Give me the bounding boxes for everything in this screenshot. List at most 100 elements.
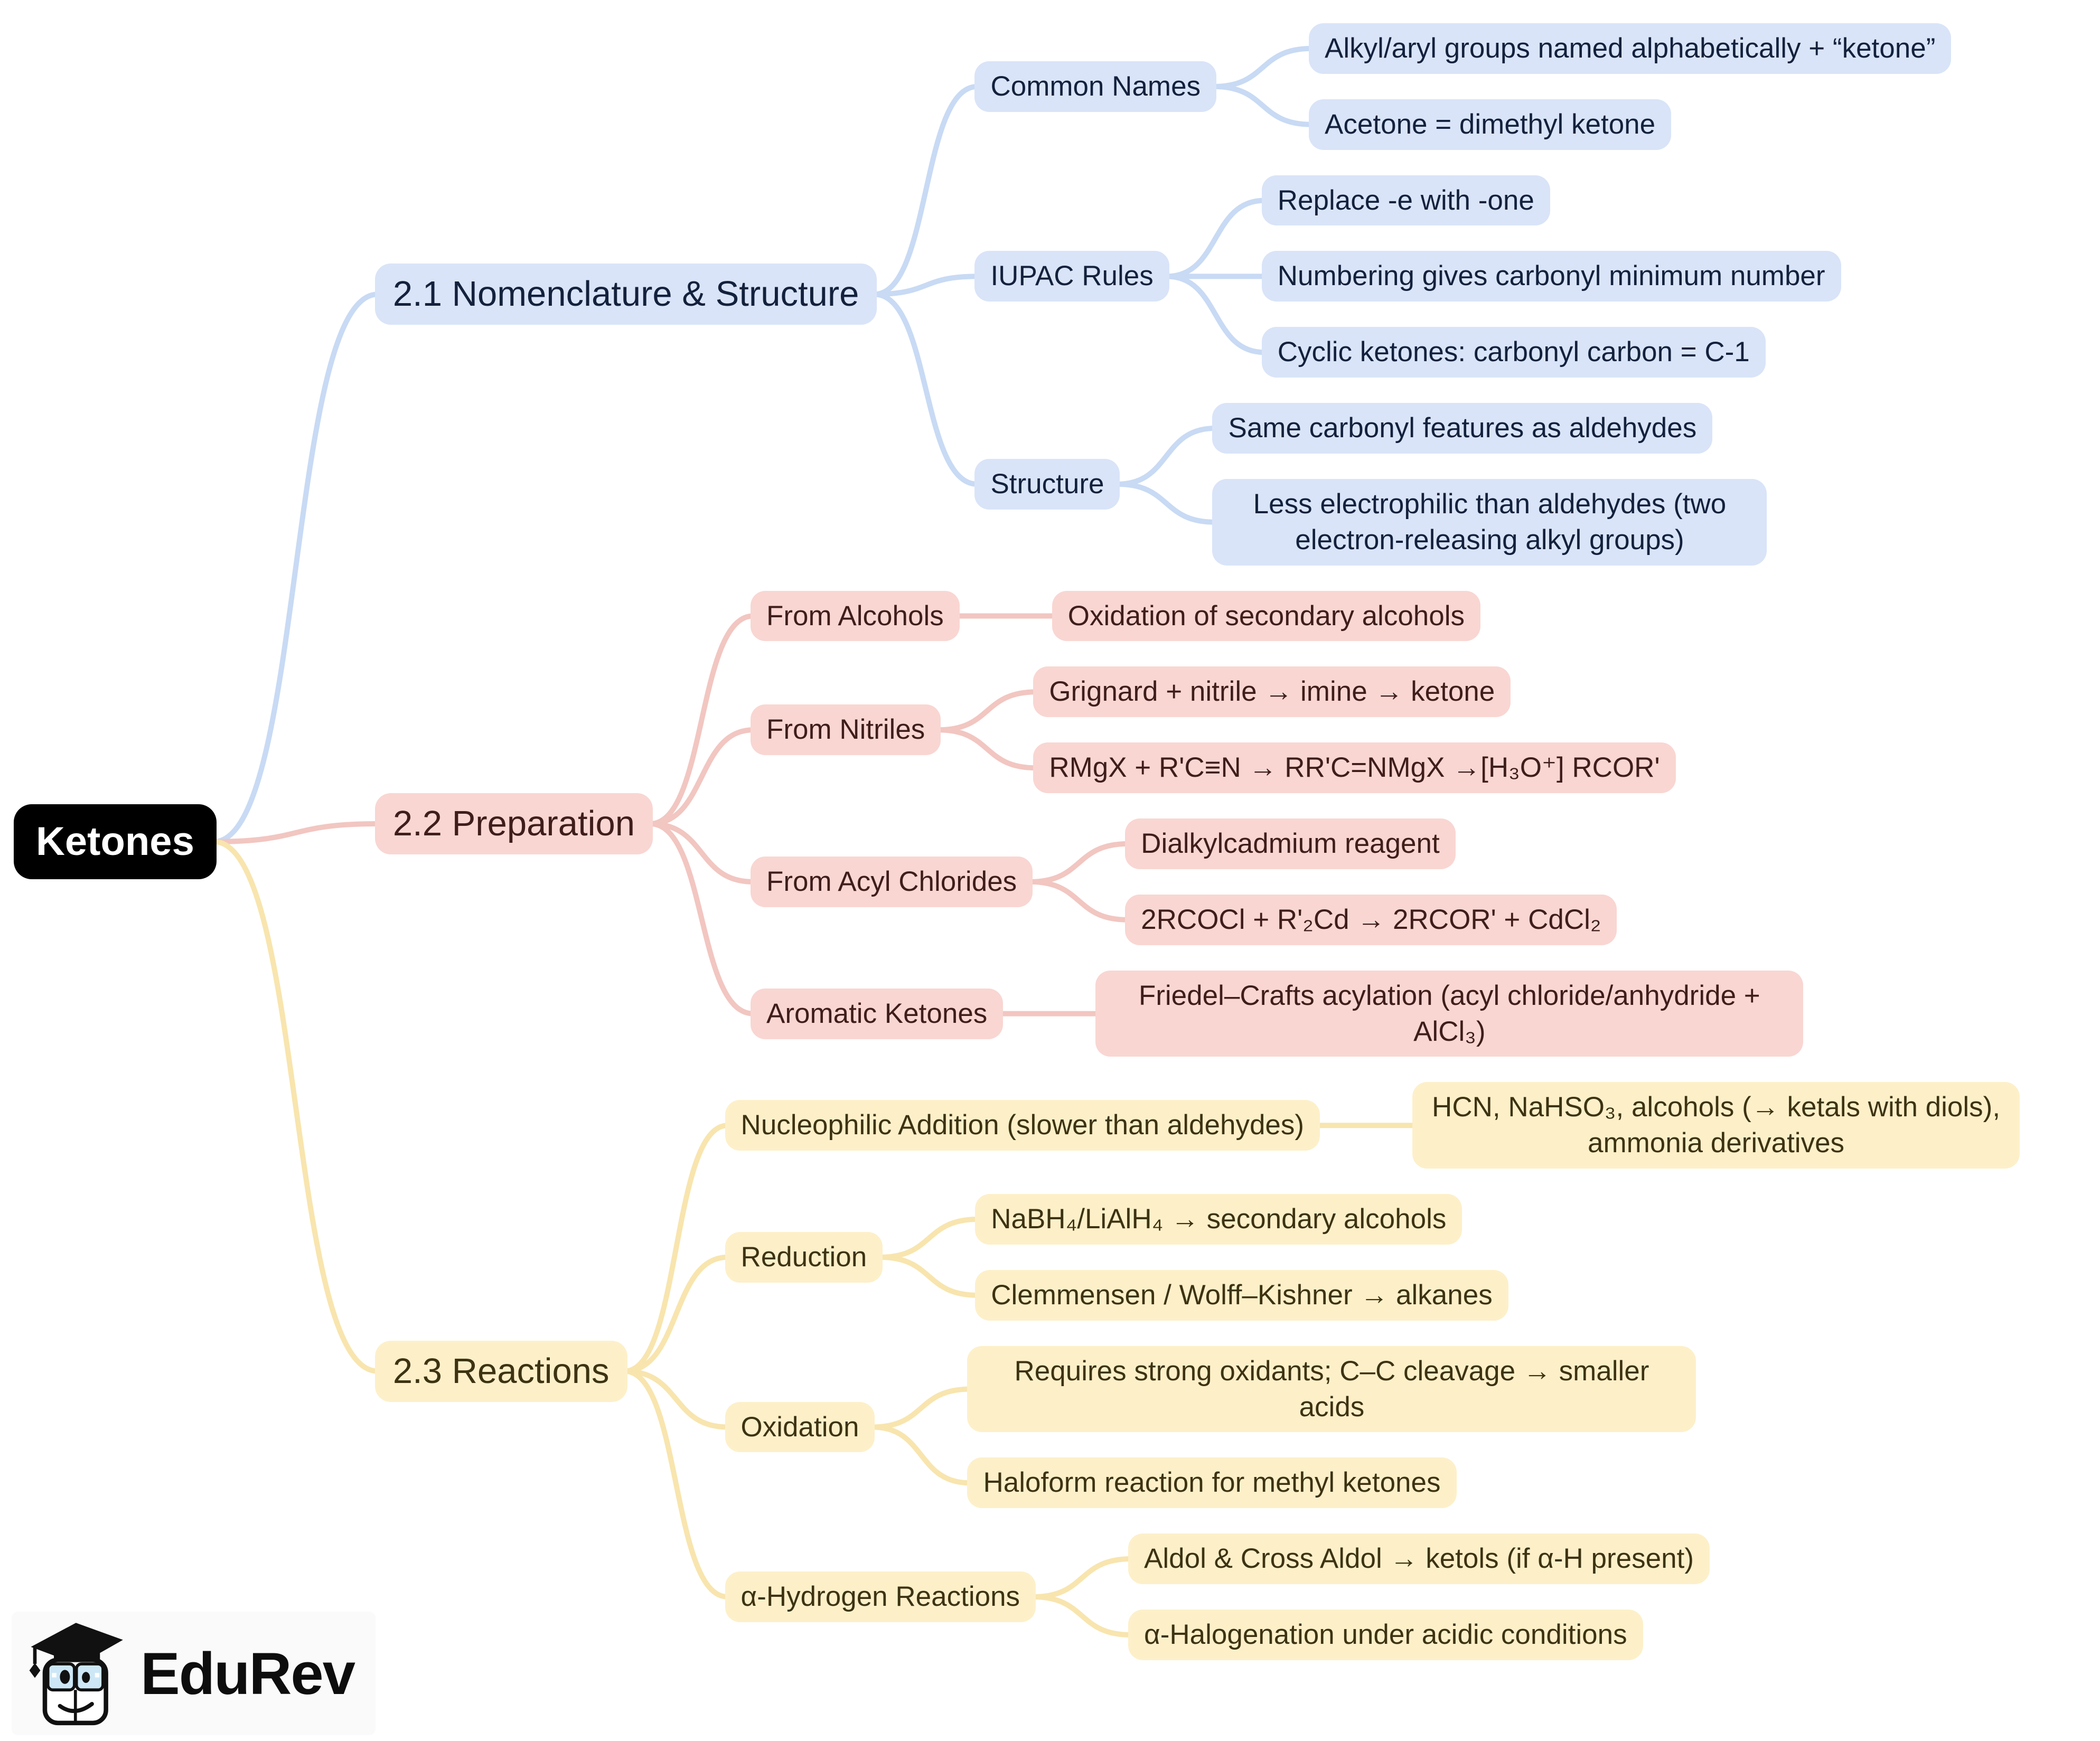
leaf-less-electrophilic: Less electrophilic than aldehydes (two e… [1212, 478, 1767, 566]
edge [1164, 274, 1267, 355]
leaf-dialkylcadmium: Dialkylcadmium reagent [1125, 818, 1456, 869]
edge [935, 689, 1039, 733]
leaf-strong-oxidants: Requires strong oxidants; C–C cleavage →… [967, 1345, 1696, 1433]
subtopic-row-structure: Structure Same carbonyl features as aldeh… [974, 403, 1767, 566]
leaf-friedel-crafts: Friedel–Crafts acylation (acyl chloride/… [1095, 970, 1804, 1057]
edurev-logo: EduRev [12, 1612, 376, 1735]
leaf-numbering: Numbering gives carbonyl minimum number [1261, 251, 1841, 302]
branch-row-reactions: 2.3 Reactions Nucleophilic Addition (slow… [374, 1082, 2020, 1660]
subtopic-row-from-alcohols: From Alcohols Oxidation of secondary alco… [750, 590, 1481, 642]
mindmap-tree: Ketones 2.1 Nomenclature & Structure Commo… [14, 23, 2020, 1660]
leaf-rmgx-equation: RMgX + R'C≡N → RR'C=NMgX →[H₃O⁺] RCOR' [1033, 742, 1676, 794]
edge [935, 727, 1039, 771]
subtopic-common-names: Common Names [974, 61, 1217, 112]
subtopic-from-alcohols: From Alcohols [750, 590, 960, 642]
edge [622, 1123, 730, 1374]
edurev-logo-text: EduRev [140, 1640, 355, 1707]
leaf-nabh4-lialh4: NaBH₄/LiAlH₄ → secondary alcohols [975, 1194, 1462, 1245]
leaf-oxidation-secondary: Oxidation of secondary alcohols [1052, 590, 1481, 642]
edge [877, 1216, 981, 1260]
leaf-grignard-nitrile: Grignard + nitrile → imine → ketone [1033, 666, 1511, 718]
subtopic-structure: Structure [974, 458, 1120, 510]
subtopic-row-nucleophilic-addition: Nucleophilic Addition (slower than aldeh… [725, 1082, 2020, 1169]
leaf-acetone: Acetone = dimethyl ketone [1309, 99, 1672, 150]
subtopic-row-aromatic-ketones: Aromatic Ketones Friedel–Crafts acylation… [750, 970, 1804, 1057]
edge [869, 1386, 973, 1430]
subtopic-row-from-acyl-chlorides: From Acyl Chlorides Dialkylcadmium reagen… [750, 818, 1617, 945]
subtopic-leaves-common-names: Alkyl/aryl groups named alphabetically +… [1309, 23, 1952, 150]
subtopic-leaves-oxidation: Requires strong oxidants; C–C cleavage →… [967, 1345, 1696, 1509]
branches-column: 2.1 Nomenclature & Structure Common Names… [374, 23, 2020, 1660]
edge [647, 613, 756, 827]
subtopic-leaves-aromatic-ketones: Friedel–Crafts acylation (acyl chloride/… [1095, 970, 1804, 1057]
subtopic-row-oxidation: Oxidation Requires strong oxidants; C–C c… [725, 1345, 1696, 1509]
edge [871, 83, 980, 297]
edge [1027, 879, 1131, 923]
subtopic-row-reduction: Reduction NaBH₄/LiAlH₄ → secondary alcoho… [725, 1194, 1508, 1321]
leaf-rcocl-equation: 2RCOCl + R'₂Cd → 2RCOR' + CdCl₂ [1125, 894, 1617, 945]
leaf-same-carbonyl: Same carbonyl features as aldehydes [1212, 403, 1713, 454]
subtopic-iupac-rules: IUPAC Rules [974, 251, 1169, 302]
edge [877, 1254, 981, 1298]
branch-nomenclature-structure: 2.1 Nomenclature & Structure [374, 263, 877, 325]
branch-reactions: 2.3 Reactions [374, 1340, 627, 1402]
subtopic-row-alpha-hydrogen: α-Hydrogen Reactions Aldol & Cross Aldol … [725, 1533, 1710, 1660]
branch-children-preparation: From Alcohols Oxidation of secondary alco… [750, 590, 1804, 1057]
edurev-mascot-icon [29, 1623, 123, 1726]
edge [622, 1254, 730, 1374]
subtopic-leaves-nucleophilic-addition: HCN, NaHSO₃, alcohols (→ ketals with dio… [1412, 1082, 2020, 1169]
subtopic-nucleophilic-addition: Nucleophilic Addition (slower than aldeh… [725, 1100, 1320, 1151]
leaf-replace-e: Replace -e with -one [1261, 175, 1550, 226]
leaf-cyclic-ketones: Cyclic ketones: carbonyl carbon = C-1 [1261, 327, 1766, 378]
root-row: Ketones 2.1 Nomenclature & Structure Commo… [14, 23, 2020, 1660]
root-node-ketones: Ketones [14, 804, 217, 879]
leaf-aldol: Aldol & Cross Aldol → ketols (if α-H pre… [1128, 1533, 1710, 1585]
edge [1027, 841, 1131, 884]
leaf-alpha-halogenation: α-Halogenation under acidic conditions [1128, 1610, 1643, 1660]
branch-children-reactions: Nucleophilic Addition (slower than aldeh… [725, 1082, 2020, 1660]
subtopic-reduction: Reduction [725, 1231, 883, 1283]
subtopic-leaves-from-alcohols: Oxidation of secondary alcohols [1052, 590, 1481, 642]
subtopic-row-common-names: Common Names Alkyl/aryl groups named alph… [974, 23, 1952, 150]
subtopic-row-from-nitriles: From Nitriles Grignard + nitrile → imine … [750, 666, 1676, 794]
edge [647, 727, 756, 827]
leaf-clemmensen: Clemmensen / Wolff–Kishner → alkanes [975, 1269, 1508, 1321]
leaf-alkyl-aryl: Alkyl/aryl groups named alphabetically +… [1309, 23, 1952, 74]
edge [1030, 1556, 1134, 1600]
edge [211, 839, 380, 1374]
subtopic-leaves-from-acyl-chlorides: Dialkylcadmium reagent 2RCOCl + R'₂Cd → 2… [1125, 818, 1617, 945]
branch-row-preparation: 2.2 Preparation From Alcohols Oxidation of… [374, 590, 1804, 1057]
edge [647, 821, 756, 1017]
subtopic-aromatic-ketones: Aromatic Ketones [750, 988, 1004, 1039]
edge [1211, 83, 1315, 127]
edge [622, 1368, 730, 1600]
edge [622, 1368, 730, 1430]
edge [869, 1424, 973, 1486]
edge [871, 274, 980, 297]
subtopic-alpha-hydrogen: α-Hydrogen Reactions [725, 1571, 1036, 1622]
edge [211, 821, 380, 844]
leaf-hcn-reagents: HCN, NaHSO₃, alcohols (→ ketals with dio… [1412, 1082, 2020, 1169]
leaf-haloform: Haloform reaction for methyl ketones [967, 1457, 1457, 1509]
subtopic-from-acyl-chlorides: From Acyl Chlorides [750, 857, 1033, 907]
subtopic-oxidation: Oxidation [725, 1401, 875, 1453]
edge [1030, 1594, 1134, 1638]
branch-preparation: 2.2 Preparation [374, 793, 653, 854]
edge [1114, 426, 1218, 487]
subtopic-leaves-alpha-hydrogen: Aldol & Cross Aldol → ketols (if α-H pre… [1128, 1533, 1710, 1660]
edge [1164, 197, 1267, 279]
subtopic-from-nitriles: From Nitriles [750, 704, 941, 756]
edge [647, 821, 756, 884]
edge [1211, 45, 1315, 89]
edge [871, 291, 980, 487]
edge [1114, 481, 1218, 525]
edge [211, 291, 380, 844]
branch-row-nomenclature-structure: 2.1 Nomenclature & Structure Common Names… [374, 23, 1952, 566]
